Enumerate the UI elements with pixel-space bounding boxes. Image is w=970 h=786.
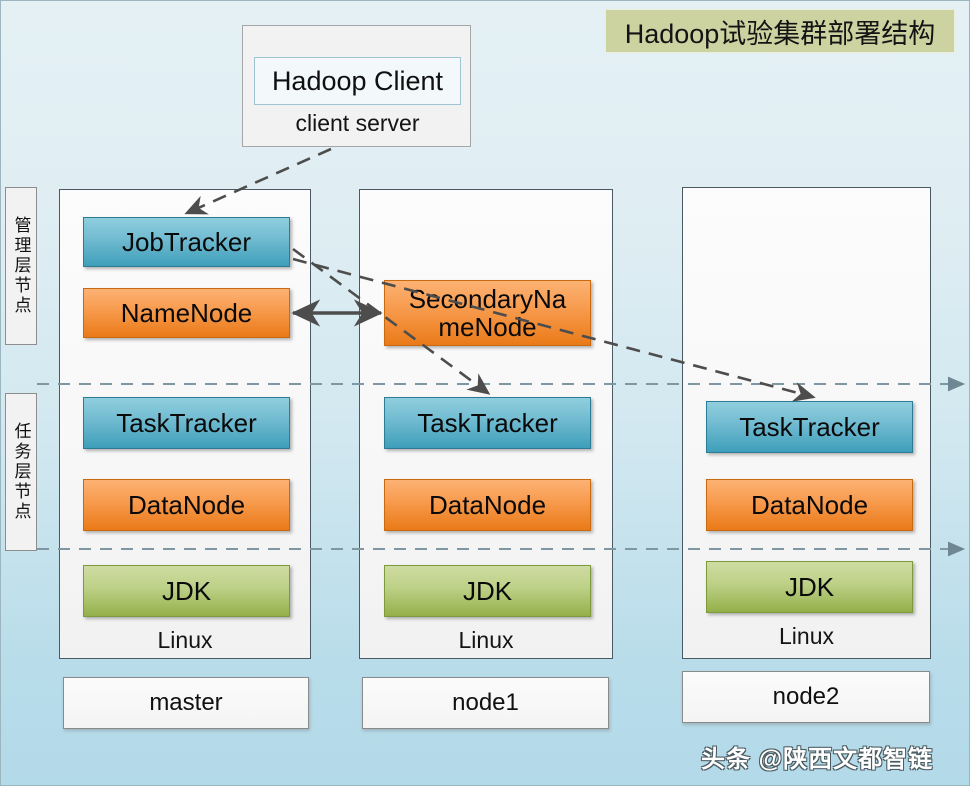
client-server-box: Hadoop Client client server: [242, 25, 471, 147]
diagram-title-text: Hadoop试验集群部署结构: [624, 18, 936, 49]
diagram-title: Hadoop试验集群部署结构: [605, 9, 955, 53]
service-namenode-master: NameNode: [83, 288, 290, 338]
service-datanode-node1: DataNode: [384, 479, 591, 531]
service-jdk-node2: JDK: [706, 561, 913, 613]
service-label: DataNode: [428, 489, 547, 520]
os-label-node1: Linux: [458, 627, 514, 653]
service-label: JobTracker: [121, 226, 252, 257]
service-label: DataNode: [127, 489, 246, 520]
node-name-node2: node2: [682, 671, 930, 723]
service-jobtracker-master: JobTracker: [83, 217, 290, 267]
service-secondarynamenode-node1: SecondaryNa meNode: [384, 280, 591, 346]
service-tasktracker-node2: TaskTracker: [706, 401, 913, 453]
service-datanode-node2: DataNode: [706, 479, 913, 531]
layer-label-task: 任务层节点: [5, 393, 37, 551]
service-label: TaskTracker: [739, 411, 880, 442]
service-label: JDK: [161, 575, 212, 606]
os-label-node2: Linux: [779, 623, 834, 649]
os-label-master: Linux: [157, 627, 213, 653]
service-label: DataNode: [750, 489, 869, 520]
service-label: TaskTracker: [116, 407, 257, 438]
service-label: TaskTracker: [417, 407, 558, 438]
service-jdk-master: JDK: [83, 565, 290, 617]
service-label: JDK: [784, 571, 835, 602]
node-name-master: master: [63, 677, 309, 729]
hadoop-client-box: Hadoop Client: [254, 57, 461, 105]
layer-label-management: 管理层节点: [5, 187, 37, 345]
watermark: 头条 @陕西文都智链: [701, 746, 934, 773]
service-label-line1: SecondaryNa: [408, 283, 567, 314]
service-label: JDK: [462, 575, 513, 606]
client-server-label: client server: [295, 110, 420, 136]
service-datanode-master: DataNode: [83, 479, 290, 531]
service-label: NameNode: [120, 297, 253, 328]
node-name-node1: node1: [362, 677, 609, 729]
hadoop-client-label: Hadoop Client: [271, 65, 444, 96]
service-tasktracker-master: TaskTracker: [83, 397, 290, 449]
service-jdk-node1: JDK: [384, 565, 591, 617]
service-tasktracker-node1: TaskTracker: [384, 397, 591, 449]
service-label-line2: meNode: [438, 312, 537, 342]
